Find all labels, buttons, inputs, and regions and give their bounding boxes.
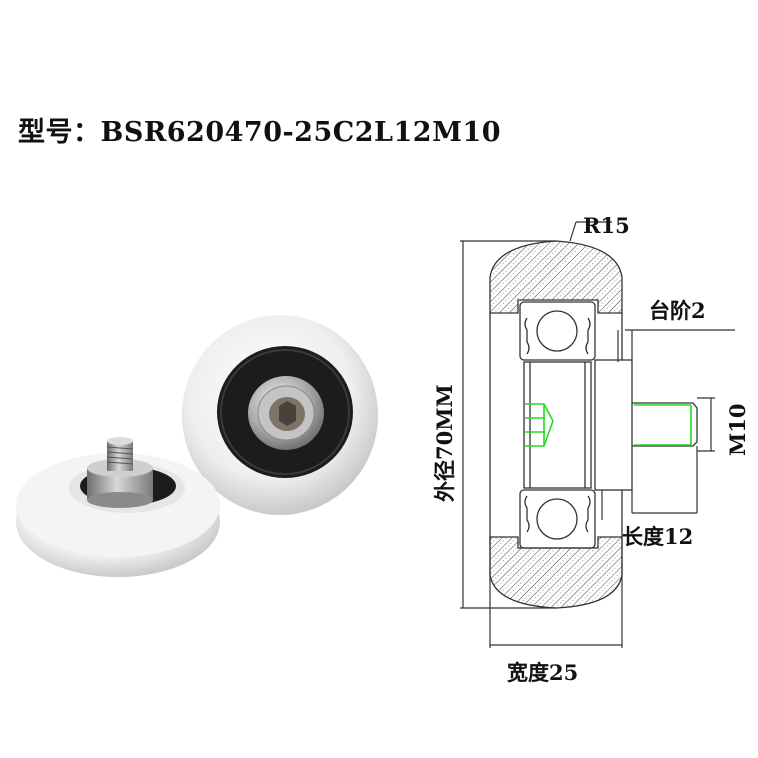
threaded-stud <box>107 441 133 471</box>
model-prefix: 型号： <box>18 117 101 148</box>
model-number: BSR620470-25C2L12M10 <box>100 117 502 148</box>
bearing-ball-bottom <box>536 498 578 540</box>
radius-label: R15 <box>583 213 630 238</box>
step-label: 台阶2 <box>649 298 706 323</box>
shaft-step <box>594 359 633 491</box>
stud-length-label: 长度12 <box>622 524 693 549</box>
outer-diameter-label: 外径70MM <box>432 384 457 502</box>
thread-highlight <box>525 403 692 447</box>
threaded-stud-outline <box>632 402 698 447</box>
width-label: 宽度25 <box>507 660 578 685</box>
thread-label: M10 <box>725 404 750 456</box>
bearing-bore <box>523 361 592 489</box>
cross-section-drawing <box>489 240 698 609</box>
dimension-lines <box>460 221 735 648</box>
bearing-bottom <box>519 489 596 549</box>
model-title: 型号：BSR620470-25C2L12M10 <box>18 110 501 149</box>
roller-stud-view <box>16 437 220 577</box>
bearing-ball-top <box>536 310 578 352</box>
bearing-top <box>519 301 596 361</box>
tire-top-section <box>489 240 623 314</box>
hex-socket-icon <box>525 403 554 447</box>
roller-front-view <box>182 315 378 515</box>
